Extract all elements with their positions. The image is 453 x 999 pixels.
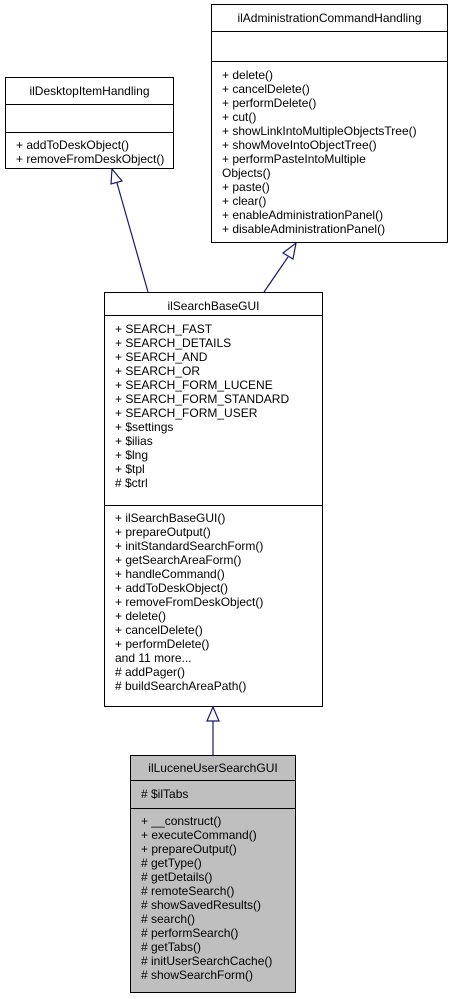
attribute-line: + $settings xyxy=(115,420,174,434)
edge-base-to-admin xyxy=(263,256,289,293)
attributes-section: # $ilTabs xyxy=(131,780,295,809)
class-title: ilAdministrationCommandHandling xyxy=(237,11,422,25)
method-line: + performDelete() xyxy=(115,637,210,651)
method-line: + handleCommand() xyxy=(115,567,225,581)
method-line: # getType() xyxy=(141,856,202,870)
method-line: + getSearchAreaForm() xyxy=(115,553,242,567)
attribute-line: # $ilTabs xyxy=(141,787,189,801)
method-line: # initUserSearchCache() xyxy=(141,954,273,968)
method-line: + showLinkIntoMultipleObjectsTree() xyxy=(222,124,417,138)
attribute-line: # $ctrl xyxy=(115,476,148,490)
method-line: + disableAdministrationPanel() xyxy=(222,222,386,236)
method-line: # performSearch() xyxy=(141,926,239,940)
method-line: + ilSearchBaseGUI() xyxy=(115,511,226,525)
method-line: and 11 more... xyxy=(115,651,192,665)
attribute-line: + SEARCH_FORM_LUCENE xyxy=(115,378,273,392)
method-line: + performDelete() xyxy=(222,96,317,110)
class-title: ilSearchBaseGUI xyxy=(167,299,260,313)
attribute-line: + SEARCH_OR xyxy=(115,364,201,378)
methods-section: + delete() + cancelDelete() + performDel… xyxy=(212,61,447,242)
attribute-line: + SEARCH_AND xyxy=(115,350,208,364)
method-line: + initStandardSearchForm() xyxy=(115,539,264,553)
method-line: # addPager() xyxy=(115,665,186,679)
attribute-line: + $lng xyxy=(115,448,149,462)
method-line: + cancelDelete() xyxy=(222,82,310,96)
class-box-admin: ilAdministrationCommandHandling + delete… xyxy=(211,4,448,243)
edge-base-to-desktop xyxy=(116,182,149,293)
method-line: + delete() xyxy=(115,609,167,623)
method-line: + addToDeskObject() xyxy=(115,581,229,595)
class-title: ilLuceneUserSearchGUI xyxy=(148,761,278,775)
method-line: + prepareOutput() xyxy=(115,525,211,539)
method-line: # buildSearchAreaPath() xyxy=(115,679,247,693)
method-line: + prepareOutput() xyxy=(141,842,237,856)
methods-section: + __construct() + executeCommand() + pre… xyxy=(131,808,295,992)
method-line: + removeFromDeskObject() xyxy=(115,595,264,609)
method-line: + enableAdministrationPanel() xyxy=(222,208,384,222)
method-line: + performPasteIntoMultiple xyxy=(222,152,366,166)
methods-section: + ilSearchBaseGUI() + prepareOutput() + … xyxy=(105,505,322,706)
method-line: # getTabs() xyxy=(141,940,202,954)
method-line: # remoteSearch() xyxy=(141,884,235,898)
method-line: + __construct() xyxy=(141,814,222,828)
attributes-section xyxy=(212,31,447,62)
arrowhead-base xyxy=(206,705,220,722)
method-line: + clear() xyxy=(222,194,267,208)
attribute-line: + $tpl xyxy=(115,462,145,476)
method-line: + cut() xyxy=(222,110,257,124)
attribute-line: + SEARCH_FORM_USER xyxy=(115,406,258,420)
class-title: ilDesktopItemHandling xyxy=(29,84,150,98)
method-line: Objects() xyxy=(222,166,271,180)
class-box-desktop: ilDesktopItemHandling + addToDeskObject(… xyxy=(5,77,174,169)
attribute-line: + SEARCH_DETAILS xyxy=(115,336,232,350)
method-line: + executeCommand() xyxy=(141,828,257,842)
method-line: + delete() xyxy=(222,68,274,82)
class-box-lucene: ilLuceneUserSearchGUI # $ilTabs + __cons… xyxy=(130,755,296,993)
method-line: # showSearchForm() xyxy=(141,968,254,982)
method-line: + addToDeskObject() xyxy=(16,138,130,152)
attribute-line: + $ilias xyxy=(115,434,153,448)
methods-section: + addToDeskObject() + removeFromDeskObje… xyxy=(6,132,173,168)
method-line: + cancelDelete() xyxy=(115,623,203,637)
method-line: + paste() xyxy=(222,180,270,194)
arrowhead-desktop xyxy=(110,167,124,185)
method-line: # search() xyxy=(141,912,196,926)
method-line: # getDetails() xyxy=(141,870,213,884)
method-line: # showSavedResults() xyxy=(141,898,262,912)
attribute-line: + SEARCH_FAST xyxy=(115,322,213,336)
arrowhead-admin xyxy=(281,241,297,260)
attributes-section: + SEARCH_FAST + SEARCH_DETAILS + SEARCH_… xyxy=(105,315,322,506)
attributes-section xyxy=(6,104,173,133)
attribute-line: + SEARCH_FORM_STANDARD xyxy=(115,392,290,406)
class-box-base: ilSearchBaseGUI + SEARCH_FAST + SEARCH_D… xyxy=(104,292,323,707)
method-line: + showMoveIntoObjectTree() xyxy=(222,138,377,152)
method-line: + removeFromDeskObject() xyxy=(16,152,165,166)
